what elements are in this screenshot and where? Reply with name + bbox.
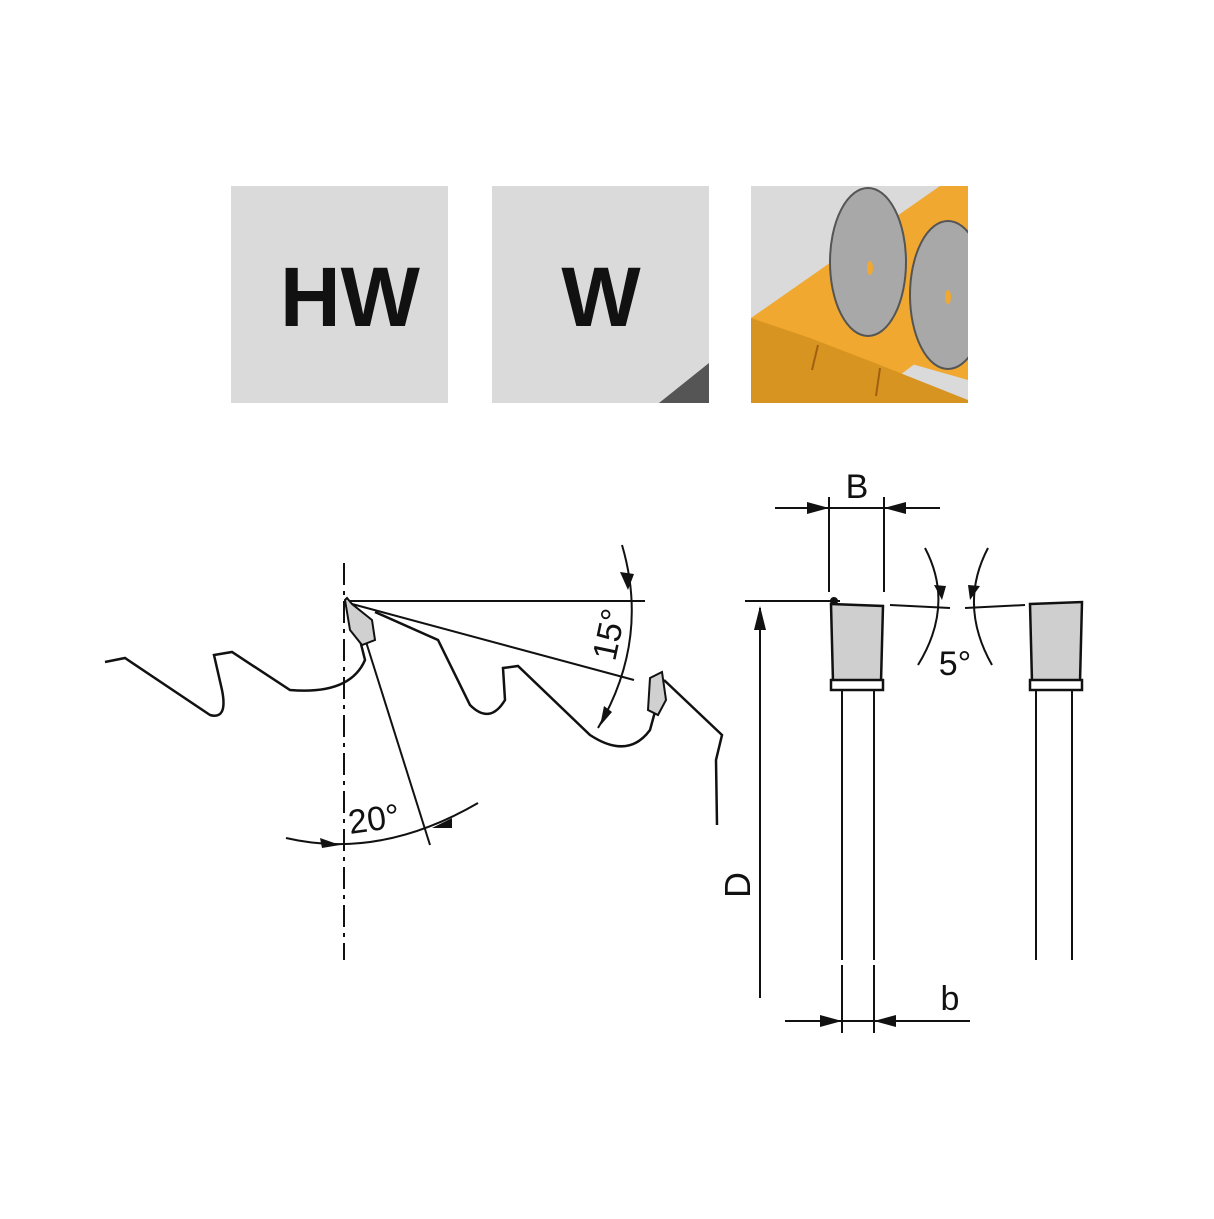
blade-cross-section: [745, 497, 1084, 1033]
tooth-profile-drawing: [104, 544, 724, 960]
hw-carbide-icon: HW: [231, 186, 448, 403]
side-angle-label: 5°: [939, 645, 972, 683]
kerf-width-label: B: [846, 468, 869, 506]
saw-blades-cutting-board-icon: [751, 186, 968, 403]
hw-label: HW: [280, 250, 421, 344]
diameter-label: D: [717, 872, 758, 898]
clearance-angle-label: 20°: [346, 797, 402, 842]
plate-thickness-label: b: [941, 980, 960, 1018]
w-tool-steel-icon: W: [492, 186, 709, 403]
w-label: W: [561, 250, 641, 344]
